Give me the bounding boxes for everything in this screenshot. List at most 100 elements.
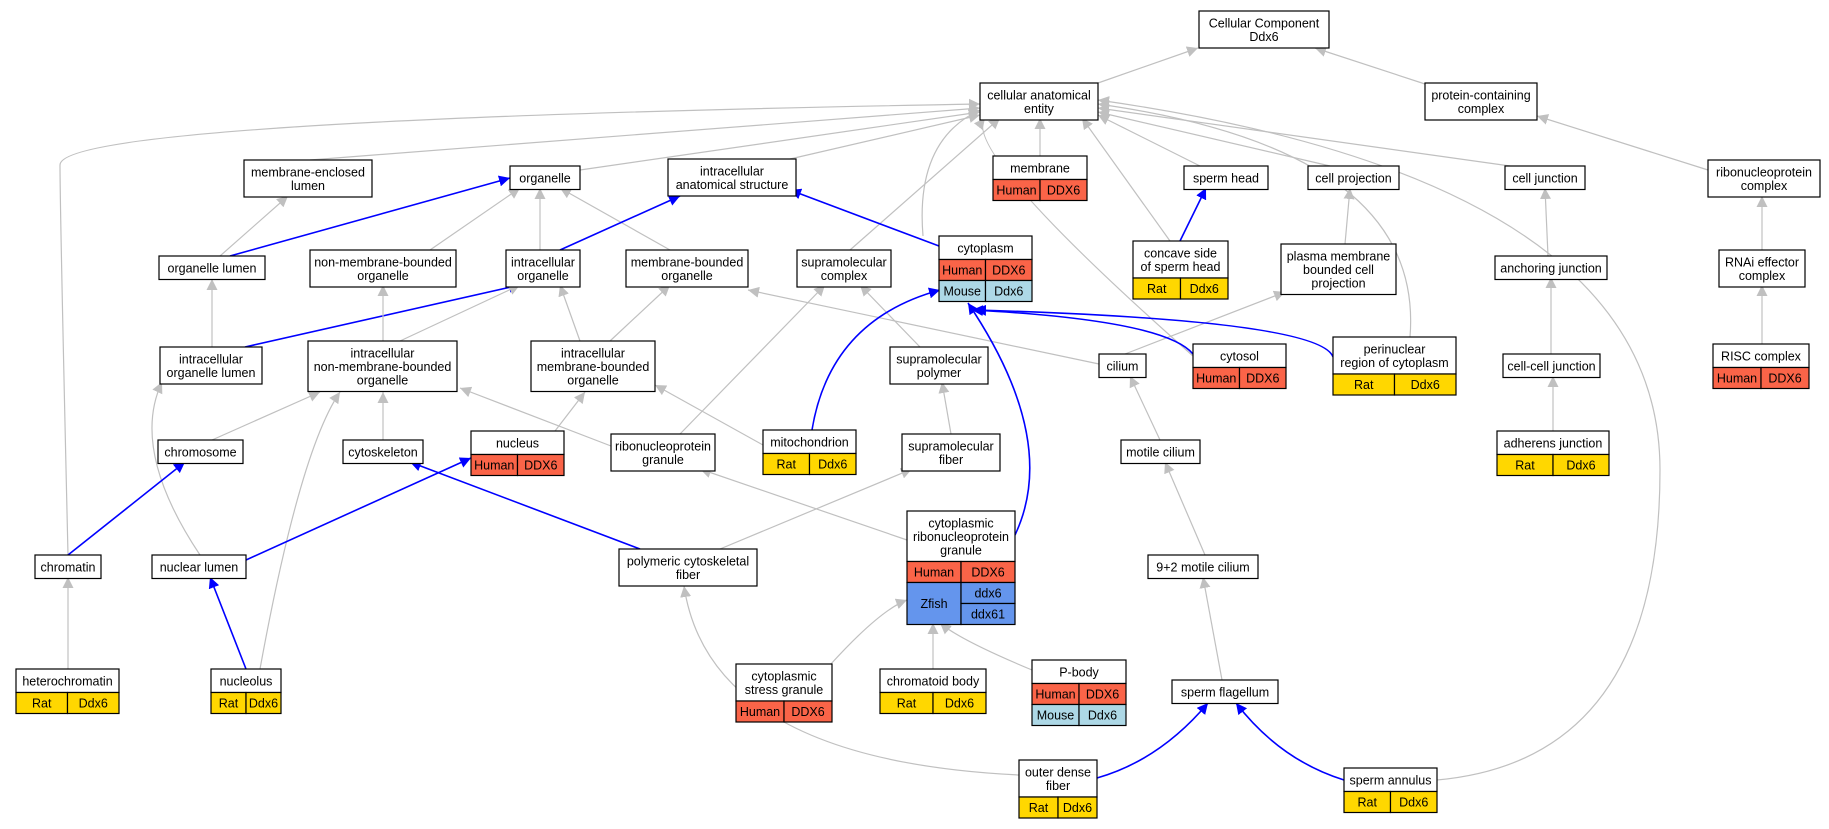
node-label-line: polymeric cytoskeletal [627,555,749,569]
species-label: Human [1717,372,1757,386]
species-label: Rat [32,697,52,711]
edge-chromatin-to-chromosome [67,461,186,556]
node-cilium[interactable]: cilium [1098,353,1147,379]
node-label-line: cytoplasmic [928,517,993,531]
gene-label: Ddx6 [249,697,278,711]
node-sperm-flagellum[interactable]: sperm flagellum [1171,679,1279,705]
edge-cytoplasm-to-cellular-anatomical-entity [921,109,981,237]
node-label-line: of sperm head [1141,260,1221,274]
gene-label: DDX6 [1047,184,1080,198]
node-label-line: cytoplasmic [751,670,816,684]
node-organelle[interactable]: organelle [509,165,581,191]
species-label: Rat [1029,801,1049,815]
node-label-line: adherens junction [1504,437,1603,451]
node-label-line: intracellular [179,353,243,367]
node-label-line: complex [1741,179,1788,193]
node-box [34,554,102,580]
edge-organelle-lumen-to-organelle [229,175,511,257]
node-organelle-lumen[interactable]: organelle lumen [158,255,266,281]
edge-concave-side-to-sperm-head [1179,187,1207,242]
node-box [1280,243,1397,296]
node-nuclear-lumen[interactable]: nuclear lumen [151,554,247,580]
node-chromatin[interactable]: chromatin [34,554,102,580]
gene-cell [1057,796,1098,819]
gene-cell [66,691,120,715]
node-label-line: membrane-bounded [631,256,744,270]
node-box [159,346,263,385]
node-cell-junction[interactable]: cell junction [1504,165,1586,191]
node-label-line: cell junction [1512,172,1577,186]
node-label-line: 9+2 motile cilium [1156,561,1249,575]
edge-membrane-enclosed-lumen-to-cellular-anatomical-entity [309,103,981,161]
species-label: Mouse [1037,709,1075,723]
node-label-line: organelle [661,269,712,283]
species-label: Mouse [943,285,981,299]
node-nine-two-motile-cilium[interactable]: 9+2 motile cilium [1147,554,1259,580]
node-cytoskeleton[interactable]: cytoskeleton [342,439,424,465]
species-label: Human [914,566,954,580]
node-label-line: fiber [939,453,963,467]
node-cytoplasmic-rnp-granule[interactable]: cytoplasmicribonucleoproteingranuleHuman… [906,510,1016,626]
node-label-line: fiber [1046,779,1070,793]
node-intracellular-non-membrane-organelle[interactable]: intracellularnon-membrane-boundedorganel… [307,340,458,393]
species-label: Human [1035,688,1075,702]
edge-plasma-membrane-projection-to-cell-projection [1343,187,1355,245]
edge-nucleolus-to-intracellular-non-membrane-organelle [259,391,341,670]
node-box [509,165,581,191]
gene-cell [516,453,565,477]
node-cell-cell-junction[interactable]: cell-cell junction [1502,353,1601,379]
species-label: Rat [1147,282,1167,296]
node-label-line: supramolecular [801,256,886,270]
node-label-line: complex [1739,269,1786,283]
node-motile-cilium[interactable]: motile cilium [1120,439,1201,465]
node-label-line: protein-containing [1431,89,1530,103]
node-sperm-head[interactable]: sperm head [1183,165,1269,191]
node-label-line: cytoskeleton [348,446,418,460]
species-label: Rat [1358,796,1378,810]
node-label-line: mitochondrion [770,436,849,450]
node-chromosome[interactable]: chromosome [157,439,244,465]
edge-cytoplasmic-stress-granule-to-cytoplasmic-rnp-granule [829,598,908,666]
node-anchoring-junction[interactable]: anchoring junction [1494,255,1608,281]
gene-cell [783,700,833,723]
edge-intracellular-non-membrane-organelle-to-intracellular-organelle [399,284,521,342]
node-cell-projection[interactable]: cell projection [1307,165,1400,191]
edge-membrane-bounded-organelle-to-organelle [559,187,671,251]
node-label-line: cellular anatomical [987,89,1091,103]
node-label-line: sperm annulus [1350,774,1432,788]
